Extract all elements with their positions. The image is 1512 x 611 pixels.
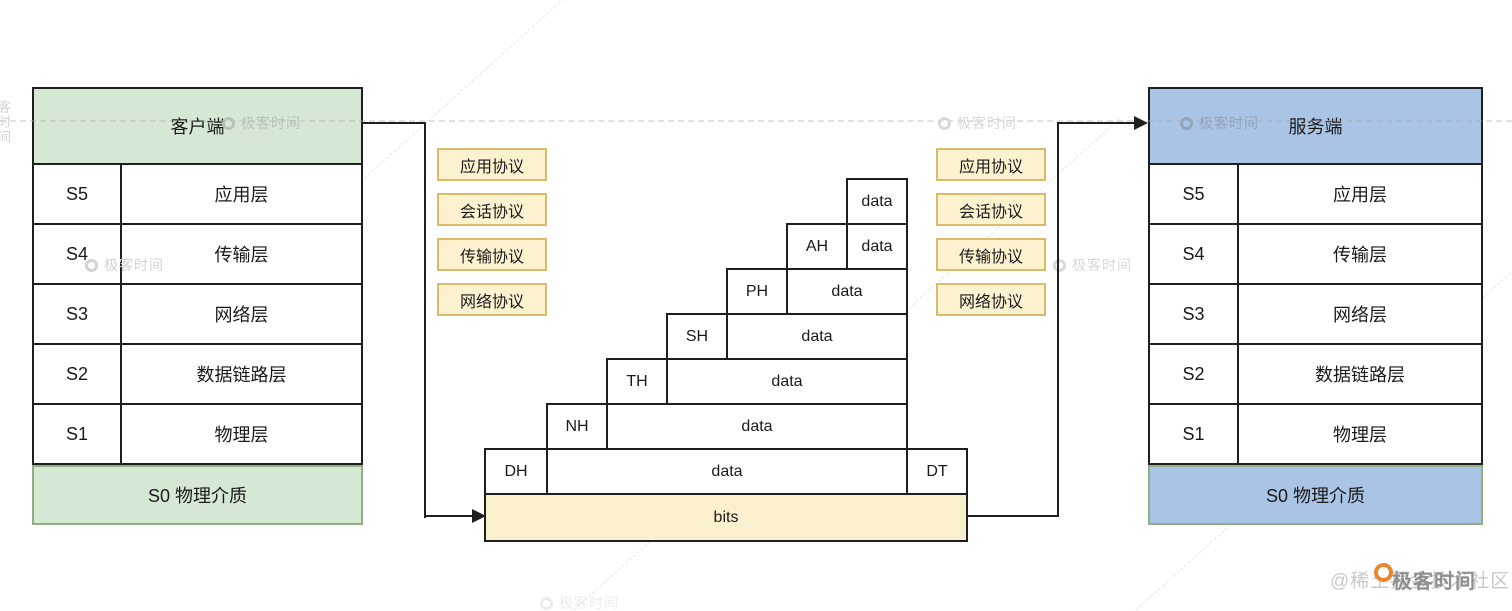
layer-label: 物理层 xyxy=(214,425,269,445)
encap-row-th: TH data xyxy=(606,358,908,405)
watermark-geektime-overlay: 极客时间 xyxy=(1392,571,1476,593)
server-layer-row: S5 应用层 xyxy=(1148,163,1483,225)
watermark-geektime: 极客时间 xyxy=(1053,255,1132,275)
watermark-geektime: 极客时间 xyxy=(540,593,619,611)
server-title: 服务端 xyxy=(1288,117,1343,137)
bits-bar: bits xyxy=(484,493,968,542)
protocol-box-application-right: 应用协议 xyxy=(936,148,1046,181)
layer-code: S2 xyxy=(1150,345,1239,403)
encap-header-cell: NH xyxy=(546,403,608,450)
watermark-geektime-partial: 客时间 xyxy=(0,100,11,145)
client-layer-row: S2 数据链路层 xyxy=(32,343,363,405)
server-header: 服务端 xyxy=(1148,87,1483,165)
arrowhead-into-bits-icon xyxy=(472,509,486,523)
protocol-box-network-left: 网络协议 xyxy=(437,283,547,316)
layer-label: 网络层 xyxy=(214,305,269,325)
protocol-box-application-left: 应用协议 xyxy=(437,148,547,181)
layer-label: 数据链路层 xyxy=(1315,365,1405,385)
protocol-box-network-right: 网络协议 xyxy=(936,283,1046,316)
protocol-box-session-right: 会话协议 xyxy=(936,193,1046,226)
server-layer-row: S3 网络层 xyxy=(1148,283,1483,345)
encap-data-cell: data xyxy=(786,268,908,315)
server-footer: S0 物理介质 xyxy=(1148,465,1483,525)
encap-row-ph: PH data xyxy=(726,268,908,315)
geektime-logo-icon xyxy=(938,116,951,130)
encap-row-dh: DH data DT xyxy=(484,448,968,495)
encap-row-nh: NH data xyxy=(546,403,908,450)
layer-label: 数据链路层 xyxy=(196,365,287,385)
client-layer-row: S4 传输层 xyxy=(32,223,363,285)
flow-line-to-bits xyxy=(424,515,474,517)
server-layer-row: S1 物理层 xyxy=(1148,403,1483,465)
layer-code: S5 xyxy=(1150,165,1239,223)
layer-code: S1 xyxy=(1150,405,1239,463)
flow-line-from-bits xyxy=(966,515,1059,517)
client-layer-row: S1 物理层 xyxy=(32,403,363,465)
encap-data-cell: data xyxy=(846,223,908,270)
encap-header-cell: DH xyxy=(484,448,548,495)
layer-code: S4 xyxy=(34,225,122,283)
watermark-geektime: 极客时间 xyxy=(938,113,1017,133)
encap-row-application: data xyxy=(846,178,908,225)
encap-header-cell: SH xyxy=(666,313,728,360)
layer-label: 传输层 xyxy=(1333,245,1387,265)
encap-header-cell: PH xyxy=(726,268,788,315)
layer-label: 物理层 xyxy=(1333,425,1387,445)
layer-label: 应用层 xyxy=(214,185,269,205)
flow-line-client-top xyxy=(363,122,426,124)
client-header: 客户端 xyxy=(32,87,363,165)
client-layer-row: S5 应用层 xyxy=(32,163,363,225)
layer-label: 网络层 xyxy=(1333,305,1387,325)
layer-code: S5 xyxy=(34,165,122,223)
flow-line-server-up xyxy=(1057,122,1059,517)
geektime-orange-logo-icon xyxy=(1374,563,1393,582)
layer-code: S1 xyxy=(34,405,122,463)
client-footer: S0 物理介质 xyxy=(32,465,363,525)
geektime-logo-icon xyxy=(540,596,553,610)
client-title: 客户端 xyxy=(170,117,225,137)
protocol-box-transport-right: 传输协议 xyxy=(936,238,1046,271)
flow-line-client-down xyxy=(424,122,426,518)
encap-header-cell: AH xyxy=(786,223,848,270)
client-layer-row: S3 网络层 xyxy=(32,283,363,345)
server-layer-row: S4 传输层 xyxy=(1148,223,1483,285)
protocol-box-session-left: 会话协议 xyxy=(437,193,547,226)
encap-data-cell: data xyxy=(666,358,908,405)
encap-data-cell: data xyxy=(846,178,908,225)
layer-code: S4 xyxy=(1150,225,1239,283)
layer-label: 应用层 xyxy=(1333,185,1387,205)
encap-row-ah: AH data xyxy=(786,223,908,270)
flow-line-server-top xyxy=(1057,122,1136,124)
encap-header-cell: TH xyxy=(606,358,668,405)
layer-code: S2 xyxy=(34,345,122,403)
encap-data-cell: data xyxy=(606,403,908,450)
arrowhead-into-server-icon xyxy=(1134,116,1148,130)
layer-label: 传输层 xyxy=(214,245,269,265)
geektime-logo-icon xyxy=(1053,258,1066,272)
server-layer-row: S2 数据链路层 xyxy=(1148,343,1483,405)
encap-data-cell: data xyxy=(546,448,908,495)
protocol-box-transport-left: 传输协议 xyxy=(437,238,547,271)
encap-trailer-cell: DT xyxy=(906,448,968,495)
encap-row-sh: SH data xyxy=(666,313,908,360)
layer-code: S3 xyxy=(34,285,122,343)
layer-code: S3 xyxy=(1150,285,1239,343)
encap-data-cell: data xyxy=(726,313,908,360)
